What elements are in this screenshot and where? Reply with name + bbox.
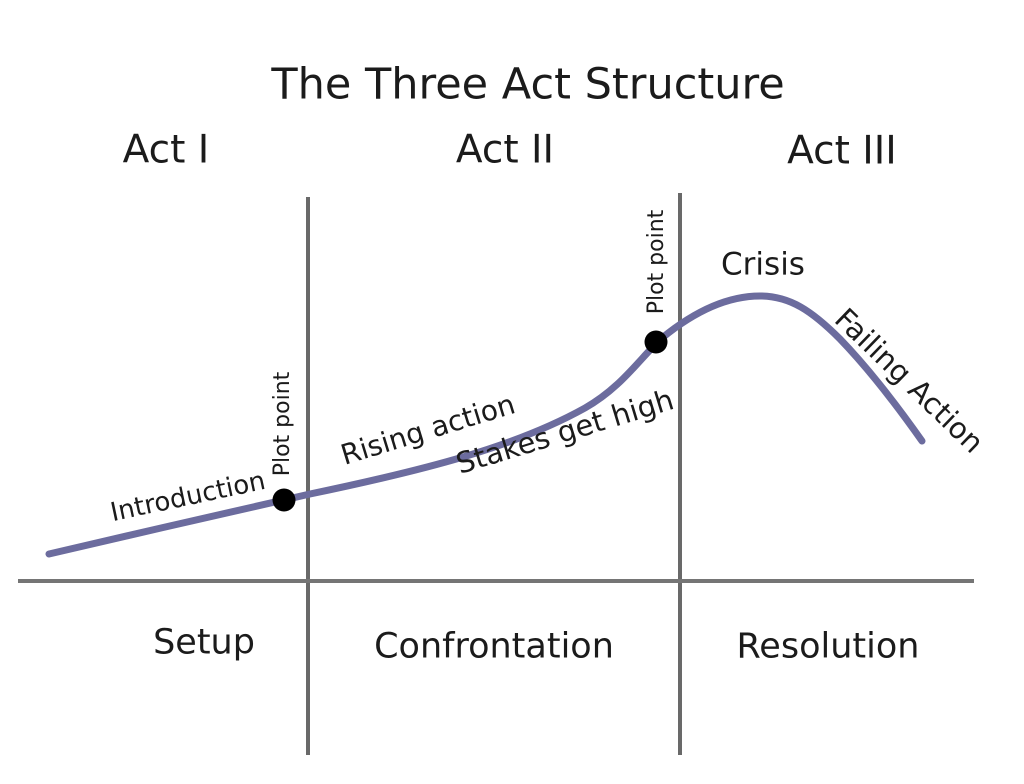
crisis-annotation: Crisis (721, 246, 805, 283)
act-1-label: Act I (122, 127, 210, 173)
act-3-label: Act III (787, 128, 897, 174)
story-arc-curve (45, 292, 926, 558)
plot-point-marker-1 (272, 488, 296, 512)
plot-point-1-label: Plot point (270, 371, 295, 477)
phase-resolution-label: Resolution (736, 626, 920, 667)
plot-point-marker-2 (644, 330, 668, 354)
phase-confrontation-label: Confrontation (374, 626, 614, 667)
diagram-title: The Three Act Structure (271, 59, 785, 110)
phase-setup-label: Setup (153, 622, 255, 663)
plot-point-2-label: Plot point (644, 209, 669, 315)
act-2-label: Act II (455, 127, 555, 173)
